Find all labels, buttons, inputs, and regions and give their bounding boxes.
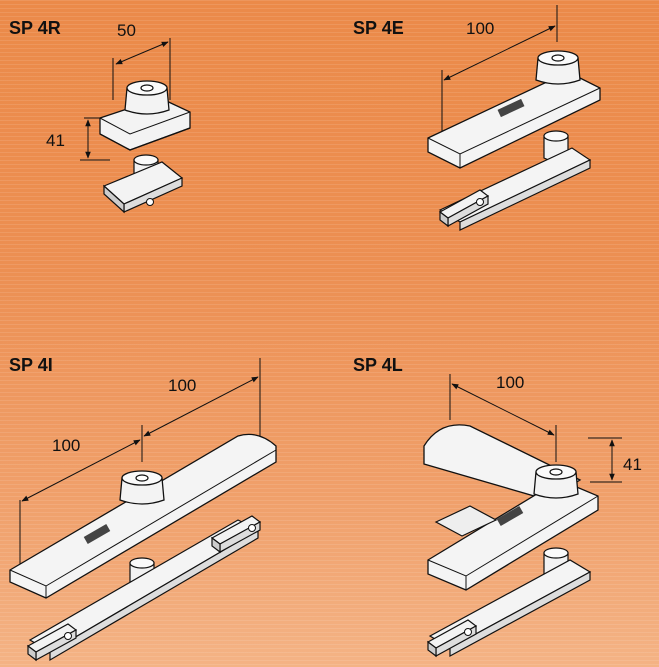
title-sp4e: SP 4E (353, 18, 404, 38)
title-sp4i: SP 4I (9, 355, 53, 375)
sp4r-width-dim-line (115, 41, 169, 65)
title-sp4r: SP 4R (9, 18, 61, 38)
sp4l-height-label: 41 (623, 455, 642, 474)
sp4i-drawing (9, 358, 277, 662)
sp4e-length-dim-line (443, 25, 556, 81)
title-sp4l: SP 4L (353, 355, 403, 375)
sp4r-drawing (80, 38, 191, 214)
sp4r-width-label: 50 (117, 21, 136, 40)
sp4i-right-dim-line (143, 376, 259, 437)
sp4l-length-dim-line (451, 383, 555, 436)
sp4r-height-label: 41 (46, 131, 65, 150)
sp4i-left-dim-line (21, 439, 141, 502)
sp4l-drawing (423, 374, 622, 658)
sp4e-drawing (427, 5, 601, 231)
